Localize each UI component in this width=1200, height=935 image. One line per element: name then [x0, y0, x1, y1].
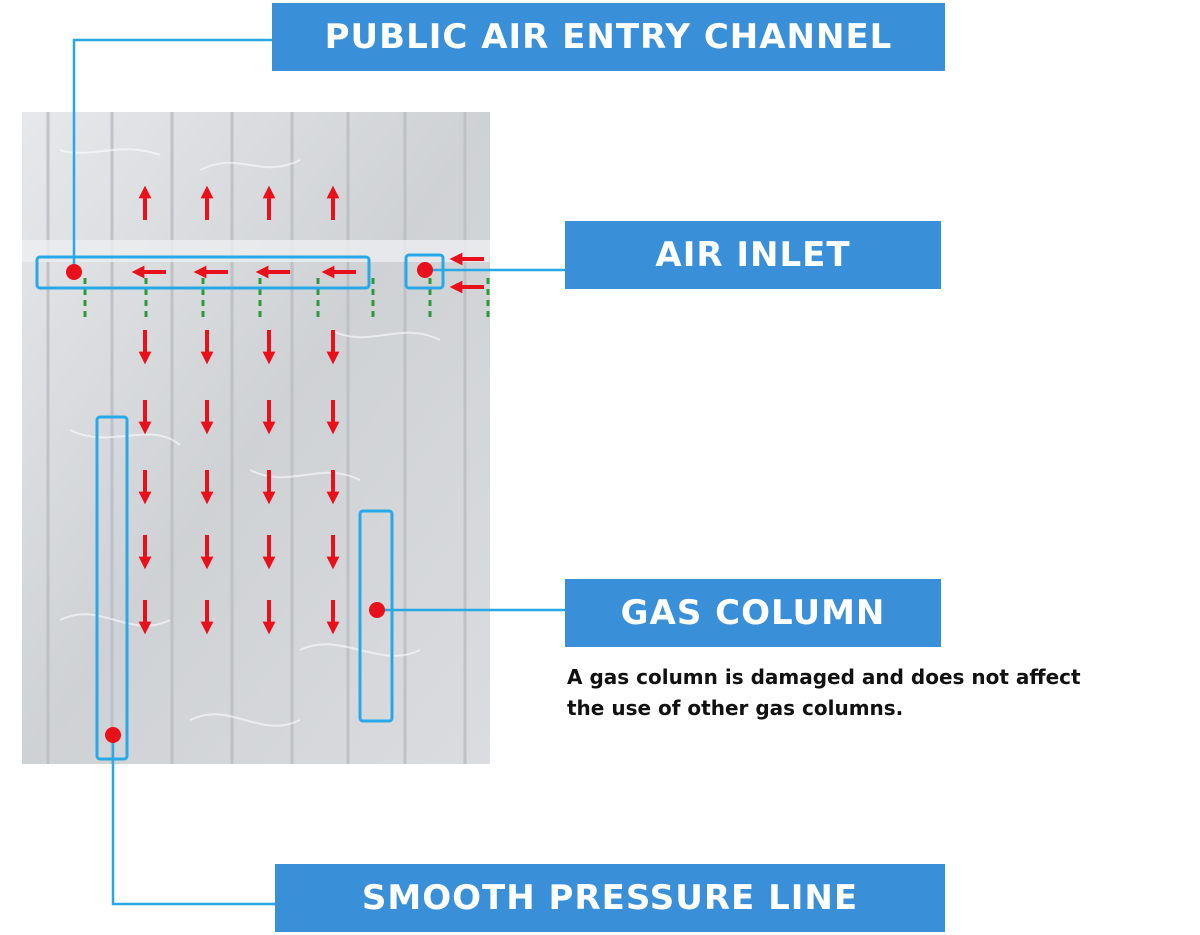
callout-lines	[72, 38, 565, 906]
gas-column-description: A gas column is damaged and does not aff…	[567, 662, 1127, 724]
public-channel-highlight	[35, 255, 371, 290]
public-air-entry-channel-label: PUBLIC AIR ENTRY CHANNEL	[272, 3, 945, 71]
air-column-bag	[22, 112, 490, 764]
green-valves	[83, 278, 490, 318]
public-channel-callout	[72, 38, 272, 272]
marker-dots	[66, 262, 433, 743]
smooth-pressure-line-label: SMOOTH PRESSURE LINE	[275, 864, 945, 932]
plastic-wrinkles	[59, 148, 441, 727]
air-inlet-label: AIR INLET	[565, 221, 941, 289]
description-line-1: A gas column is damaged and does not aff…	[567, 665, 1081, 689]
gas-column-highlight	[358, 509, 394, 723]
column-seams	[46, 112, 467, 764]
gas-column-label: GAS COLUMN	[565, 579, 941, 647]
flow-arrows	[131, 185, 484, 635]
air-inlet-dot	[417, 262, 433, 278]
smooth-pressure-callout	[111, 735, 275, 906]
public-channel-dot	[66, 264, 82, 280]
gas-column-dot	[369, 602, 385, 618]
air-inlet-highlight	[404, 253, 445, 290]
description-line-2: the use of other gas columns.	[567, 696, 904, 720]
seal-band	[22, 240, 490, 262]
smooth-pressure-dot	[105, 727, 121, 743]
